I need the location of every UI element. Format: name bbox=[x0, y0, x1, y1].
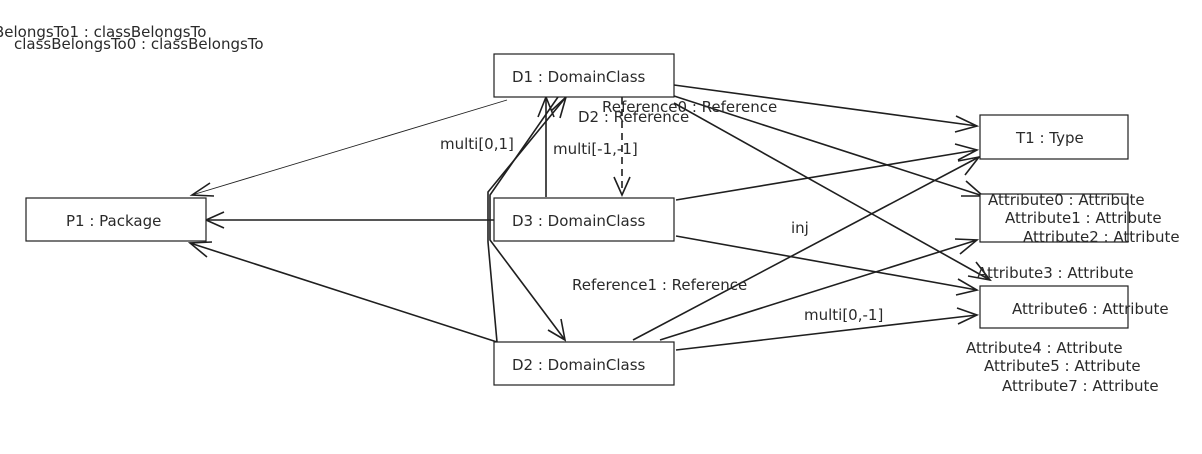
label-attribute4: Attribute4 : Attribute bbox=[966, 339, 1123, 357]
label-multi-neg1: multi[-1,-1] bbox=[553, 140, 638, 158]
arrowhead-d1-d3 bbox=[613, 176, 631, 197]
label-attribute3: Attribute3 : Attribute bbox=[977, 264, 1134, 282]
arrowhead-d3-t1 bbox=[954, 143, 980, 161]
node-d2-label: D2 : DomainClass bbox=[512, 356, 646, 374]
edge-d2-t1 bbox=[632, 156, 980, 341]
node-attribute6[interactable]: Attribute6 : Attribute bbox=[979, 285, 1169, 329]
edge-d1-p1 bbox=[191, 99, 508, 196]
edge-d2-attribute2 bbox=[659, 239, 978, 341]
label-attribute1: Attribute1 : Attribute bbox=[1005, 209, 1162, 227]
arrowhead-d2-p1 bbox=[187, 241, 213, 258]
node-attribute6-label: Attribute6 : Attribute bbox=[1012, 300, 1169, 318]
node-d2[interactable]: D2 : DomainClass bbox=[493, 341, 675, 386]
arrowhead-d1-p1 bbox=[189, 182, 215, 197]
arrowhead-d2-attribute6 bbox=[956, 307, 980, 325]
arrowhead-d2-t1 bbox=[957, 155, 981, 176]
label-attribute5: Attribute5 : Attribute bbox=[984, 357, 1141, 375]
node-t1[interactable]: T1 : Type bbox=[979, 114, 1129, 160]
label-class-belongs-to0: classBelongsTo0 : classBelongsTo bbox=[14, 35, 264, 53]
label-d2-reference: D2 : Reference bbox=[578, 108, 689, 126]
label-inj: inj bbox=[791, 219, 809, 237]
label-reference0: Reference0 : Reference bbox=[602, 98, 777, 116]
node-attributes-upper[interactable] bbox=[979, 193, 1129, 243]
edge-d1-t1 bbox=[673, 84, 978, 127]
edge-d1-attribute3 bbox=[673, 102, 991, 281]
edge-d1-d2 bbox=[489, 96, 566, 341]
node-p1[interactable]: P1 : Package bbox=[25, 197, 207, 242]
arrowhead-d2-attribute2 bbox=[954, 238, 980, 255]
edge-d1-attribute0 bbox=[673, 95, 984, 197]
node-d1-label: D1 : DomainClass bbox=[512, 68, 646, 86]
node-p1-label: P1 : Package bbox=[66, 212, 161, 230]
edge-d2-d1 bbox=[487, 96, 567, 343]
node-d3[interactable]: D3 : DomainClass bbox=[493, 197, 675, 242]
edge-labels: BelongsTo1 : classBelongsTo classBelongs… bbox=[0, 23, 1180, 395]
arrowhead-d3-attribute6 bbox=[955, 278, 980, 296]
edge-d2-p1 bbox=[189, 242, 498, 343]
label-multi-0-1: multi[0,1] bbox=[440, 135, 514, 153]
arrowhead-d1-t1 bbox=[954, 115, 980, 133]
label-attribute7: Attribute7 : Attribute bbox=[1002, 377, 1159, 395]
label-attribute0: Attribute0 : Attribute bbox=[988, 191, 1145, 209]
label-attribute2: Attribute2 : Attribute bbox=[1023, 228, 1180, 246]
edge-d3-attribute6 bbox=[675, 235, 978, 291]
arrowhead-d1-d2 bbox=[547, 318, 567, 342]
edges bbox=[187, 84, 992, 351]
node-d1[interactable]: D1 : DomainClass bbox=[493, 53, 675, 98]
node-d3-label: D3 : DomainClass bbox=[512, 212, 646, 230]
arrowhead-d1-attribute3 bbox=[967, 261, 992, 282]
edge-d2-attribute6 bbox=[675, 314, 978, 351]
node-t1-label: T1 : Type bbox=[1015, 129, 1084, 147]
label-class-belongs-to1: BelongsTo1 : classBelongsTo bbox=[0, 23, 206, 41]
label-reference1: Reference1 : Reference bbox=[572, 276, 747, 294]
label-multi-0-neg1: multi[0,-1] bbox=[804, 306, 883, 324]
edge-d3-t1 bbox=[675, 149, 978, 201]
